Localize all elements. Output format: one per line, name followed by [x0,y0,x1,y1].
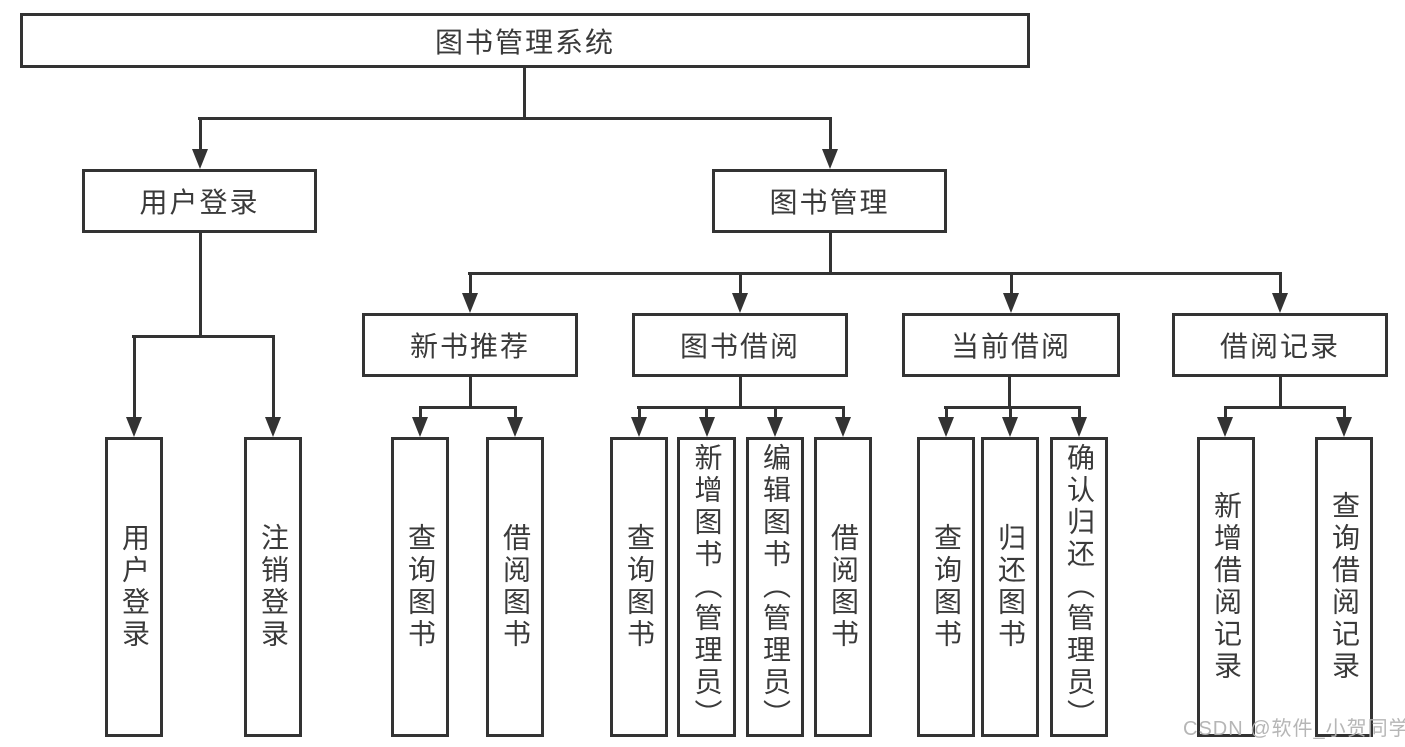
connector-arrow-user-login-stem [198,117,202,151]
connector-borrow-records-stem [1278,377,1282,408]
arrowhead-bb-borrow [835,417,851,437]
leaf-borrow-book-label: 借阅图书 [828,523,859,651]
connector-arrow-cb-query-stem [944,406,948,420]
connector-arrow-recommend-stem [468,272,472,296]
connector-current-borrow-stem [1008,377,1011,408]
connector-arrow-cb-return-stem [1008,406,1012,420]
node-new-book-recommend: 新书推荐 [362,313,578,377]
leaf-recommend-query-book: 查询图书 [391,437,449,737]
connector-level2-rail [198,117,832,120]
connector-current-borrow-rail [944,406,1080,409]
arrowhead-user-login [192,149,208,169]
connector-arrow-leaf-login-stem [132,335,136,419]
connector-arrow-rec-query-stem [418,406,422,420]
leaf-user-login: 用户登录 [105,437,163,737]
connector-borrow-records-rail [1224,406,1345,409]
arrowhead-cb-query [938,417,954,437]
arrowhead-cb-return [1002,417,1018,437]
leaf-logout-label: 注销登录 [258,523,289,651]
node-borrow-records-label: 借阅记录 [1219,331,1340,362]
connector-user-login-stem [198,233,202,338]
arrowhead-bb-add [698,417,715,437]
node-user-login-label: 用户登录 [139,187,260,218]
arrowhead-cb-confirm [1071,417,1087,437]
connector-arrow-bb-edit-stem [773,406,777,420]
arrowhead-br-query [1336,417,1352,437]
arrowhead-current-borrow [1003,293,1019,313]
leaf-edit-book-admin-label: 编辑图书（管理员） [760,443,791,731]
leaf-add-borrow-record-label: 新增借阅记录 [1211,491,1242,683]
arrowhead-book-borrow [732,293,748,313]
connector-arrow-book-mgmt-stem [828,117,832,151]
leaf-query-borrow-record: 查询借阅记录 [1315,437,1373,737]
leaf-recommend-borrow-book: 借阅图书 [486,437,544,737]
arrowhead-br-add [1217,417,1233,437]
connector-level3-rail [468,272,1282,275]
arrowhead-bb-edit [767,417,783,437]
leaf-add-borrow-record: 新增借阅记录 [1197,437,1255,737]
arrowhead-rec-borrow [507,417,523,437]
node-book-borrow-label: 图书借阅 [679,331,800,362]
connector-arrow-current-borrow-stem [1009,272,1013,296]
leaf-recommend-query-book-label: 查询图书 [405,523,436,651]
leaf-current-query-book-label: 查询图书 [931,523,962,651]
connector-user-login-rail [132,335,275,338]
connector-arrow-bb-add-stem [705,406,708,420]
arrowhead-rec-query [412,417,428,437]
node-book-management: 图书管理 [712,169,947,233]
arrowhead-book-mgmt [822,149,838,169]
connector-root-stem [523,68,526,120]
connector-arrow-leaf-logout-stem [271,335,275,419]
csdn-watermark: CSDN @软件_小贺同学 [1183,718,1405,740]
leaf-borrow-query-book-label: 查询图书 [624,523,655,651]
leaf-return-book-label: 归还图书 [995,523,1026,651]
connector-arrow-bb-query-stem [637,406,641,420]
leaf-add-book-admin-label: 新增图书（管理员） [691,443,723,731]
node-book-management-label: 图书管理 [769,187,890,218]
connector-arrow-borrow-records-stem [1278,272,1282,296]
leaf-recommend-borrow-book-label: 借阅图书 [500,523,531,651]
node-current-borrow-label: 当前借阅 [950,331,1071,362]
node-current-borrow: 当前借阅 [902,313,1120,377]
connector-book-mgmt-stem [828,233,832,275]
leaf-add-book-admin: 新增图书（管理员） [677,437,736,737]
leaf-confirm-return-admin: 确认归还（管理员） [1050,437,1108,737]
connector-recommend-rail [419,406,516,409]
node-borrow-records: 借阅记录 [1172,313,1388,377]
connector-arrow-cb-confirm-stem [1077,406,1081,420]
arrowhead-recommend [462,293,478,313]
node-new-book-recommend-label: 新书推荐 [409,331,530,362]
leaf-user-login-label: 用户登录 [119,523,150,651]
connector-arrow-rec-borrow-stem [513,406,517,420]
leaf-borrow-book: 借阅图书 [814,437,872,737]
leaf-edit-book-admin: 编辑图书（管理员） [746,437,804,737]
leaf-confirm-return-admin-label: 确认归还（管理员） [1064,443,1095,731]
connector-recommend-stem [468,377,472,408]
node-book-borrow: 图书借阅 [632,313,848,377]
leaf-logout: 注销登录 [244,437,302,737]
arrowhead-borrow-records [1272,293,1288,313]
connector-book-borrow-stem [738,377,742,408]
connector-arrow-book-borrow-stem [738,272,742,296]
connector-arrow-bb-borrow-stem [841,406,845,420]
node-root-label: 图书管理系统 [434,26,615,58]
leaf-borrow-query-book: 查询图书 [610,437,668,737]
connector-arrow-br-add-stem [1223,406,1227,420]
leaf-return-book: 归还图书 [981,437,1039,737]
connector-book-borrow-rail [637,406,844,409]
leaf-current-query-book: 查询图书 [917,437,975,737]
arrowhead-leaf-logout [265,417,281,437]
node-user-login: 用户登录 [82,169,317,233]
leaf-query-borrow-record-label: 查询借阅记录 [1329,491,1360,683]
connector-arrow-br-query-stem [1342,406,1346,420]
node-root-system: 图书管理系统 [20,13,1030,68]
arrowhead-leaf-login [126,417,142,437]
arrowhead-bb-query [631,417,647,437]
